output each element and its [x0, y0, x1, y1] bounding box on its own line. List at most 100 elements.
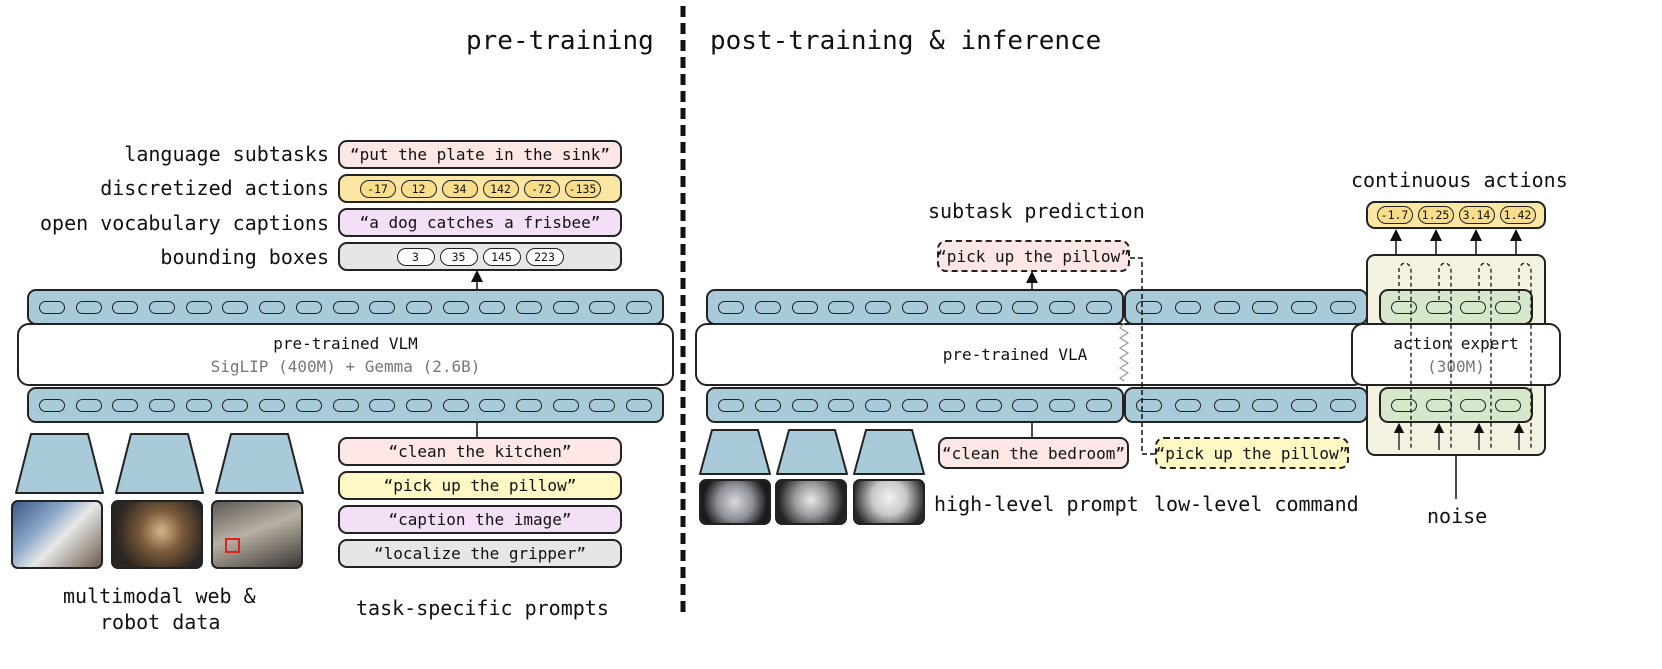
token-oval: [332, 398, 359, 412]
token-oval: [75, 398, 102, 412]
expert-output-tokens: [1379, 289, 1533, 325]
token-oval: [1213, 398, 1240, 412]
label-open-vocab-captions: open vocabulary captions: [40, 211, 329, 235]
value-chip: 223: [525, 247, 564, 266]
vision-encoder-icon: [853, 429, 925, 475]
token-oval: [552, 300, 579, 314]
robot-image-1: [11, 500, 103, 569]
token-oval: [1136, 398, 1162, 412]
value-chip: 145: [482, 247, 521, 266]
camera-image-2: [775, 479, 847, 525]
value-chip: -135: [564, 179, 601, 198]
data-label-line1: multimodal web &: [63, 584, 256, 608]
token-oval: [1012, 300, 1039, 314]
vla-output-tokens-low: [1124, 289, 1368, 325]
token-oval: [149, 398, 176, 412]
noise-label: noise: [1427, 504, 1488, 528]
low-level-command-label: low-level command: [1154, 492, 1359, 516]
token-oval: [791, 398, 818, 412]
vision-encoder-icon: [215, 433, 304, 494]
token-oval: [405, 398, 432, 412]
subtask-output: “pick up the pillow”: [937, 240, 1130, 272]
expert-name: action expert: [1393, 333, 1519, 353]
token-oval: [865, 300, 892, 314]
token-oval: [369, 398, 396, 412]
caption-text: “a dog catches a frisbee”: [359, 213, 601, 232]
token-oval: [1329, 300, 1356, 314]
prompt-text: “pick up the pillow”: [383, 476, 577, 495]
vlm-name: pre-trained VLM: [273, 333, 418, 353]
token-oval: [1291, 300, 1318, 314]
high-level-prompt-label: high-level prompt: [934, 492, 1139, 516]
value-chip: 1.25: [1417, 206, 1454, 224]
vlm-input-tokens: [27, 387, 664, 423]
token-oval: [1252, 398, 1279, 412]
value-chip: -1.7: [1376, 206, 1413, 224]
low-level-command-box: “pick up the pillow”: [1155, 437, 1349, 469]
prompt-clean-kitchen: “clean the kitchen”: [338, 437, 622, 466]
token-oval: [405, 300, 432, 314]
robot-gripper-image: [211, 500, 303, 569]
token-oval: [1291, 398, 1318, 412]
prompts-label: task-specific prompts: [356, 596, 609, 620]
prompt-pick-up-pillow: “pick up the pillow”: [338, 471, 622, 500]
token-oval: [1012, 398, 1039, 412]
camera-image-1: [699, 479, 771, 525]
token-oval: [222, 300, 249, 314]
token-oval: [754, 300, 781, 314]
subtask-prediction-label: subtask prediction: [928, 199, 1145, 223]
caption-output: “a dog catches a frisbee”: [338, 208, 622, 237]
token-oval: [442, 398, 469, 412]
action-expert-block: action expert (300M): [1351, 323, 1561, 386]
token-oval: [369, 300, 396, 314]
token-oval: [1391, 300, 1417, 314]
high-level-prompt-text: “clean the bedroom”: [941, 443, 1126, 463]
token-oval: [938, 300, 965, 314]
token-oval: [295, 398, 322, 412]
token-oval: [718, 300, 744, 314]
token-oval: [1494, 300, 1521, 314]
prompt-text: “caption the image”: [388, 510, 572, 529]
token-oval: [1391, 398, 1417, 412]
language-subtask-text: “put the plate in the sink”: [349, 145, 611, 164]
token-oval: [332, 300, 359, 314]
token-oval: [901, 398, 928, 412]
continuous-actions-label: continuous actions: [1351, 168, 1568, 192]
token-oval: [295, 300, 322, 314]
token-oval: [515, 398, 542, 412]
data-label-line2: robot data: [100, 610, 221, 634]
vision-encoder-icon: [115, 433, 204, 494]
token-oval: [1174, 398, 1201, 412]
language-subtask-output: “put the plate in the sink”: [338, 140, 622, 169]
token-oval: [626, 300, 652, 314]
pretraining-title: pre-training: [466, 26, 654, 56]
label-bounding-boxes: bounding boxes: [160, 245, 329, 269]
token-oval: [1494, 398, 1521, 412]
label-language-subtasks: language subtasks: [124, 142, 329, 166]
value-chip: -72: [523, 179, 560, 198]
token-oval: [259, 300, 286, 314]
token-oval: [1329, 398, 1356, 412]
vla-input-tokens-high: [706, 387, 1124, 423]
label-discretized-actions: discretized actions: [100, 176, 329, 200]
token-oval: [185, 300, 212, 314]
value-chip: 12: [400, 179, 437, 198]
pretrained-vlm-block: pre-trained VLM SigLIP (400M) + Gemma (2…: [17, 323, 674, 386]
vla-output-tokens-high: [706, 289, 1124, 325]
expert-input-tokens: [1379, 387, 1533, 423]
token-oval: [589, 300, 616, 314]
value-chip: 35: [439, 247, 478, 266]
prompt-localize-gripper: “localize the gripper”: [338, 539, 622, 568]
vlm-detail: SigLIP (400M) + Gemma (2.6B): [210, 356, 481, 376]
value-chip: 3: [396, 247, 435, 266]
vla-input-tokens-low: [1124, 387, 1368, 423]
expert-flow-arrows: [1390, 229, 1532, 450]
value-chip: 3.14: [1458, 206, 1495, 224]
token-oval: [1085, 398, 1112, 412]
prompt-text: “localize the gripper”: [374, 544, 586, 563]
subtask-output-text: “pick up the pillow”: [937, 246, 1130, 266]
